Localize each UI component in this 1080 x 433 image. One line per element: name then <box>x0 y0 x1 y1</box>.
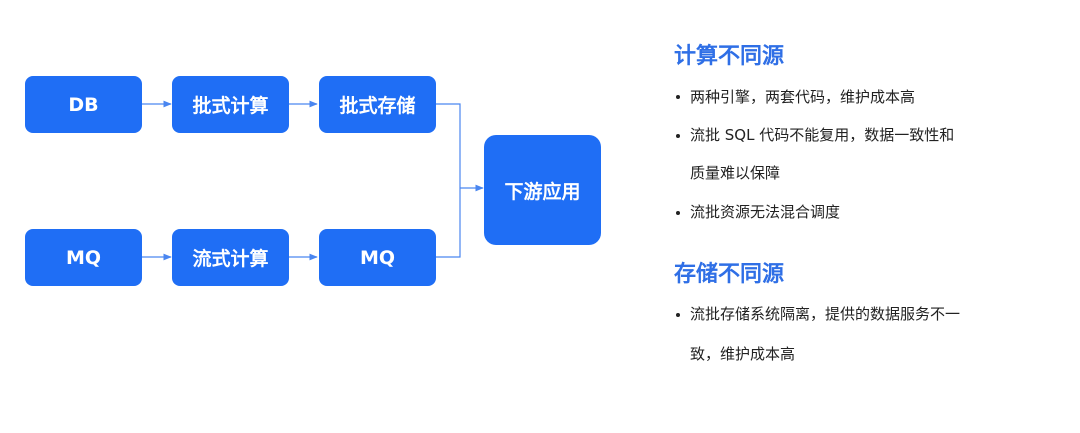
bullet-text: 两种引擎，两套代码，维护成本高 <box>690 88 916 106</box>
node-downstream-app: 下游应用 <box>484 135 601 245</box>
section-title-storage: 存储不同源 <box>674 262 785 287</box>
node-batch-compute: 批式计算 <box>172 76 289 133</box>
bullet-text: 流批存储系统隔离，提供的数据服务不一 <box>690 305 961 323</box>
bullet-dot <box>676 313 680 317</box>
bullet-text-continuation: 致，维护成本高 <box>690 345 796 363</box>
bullet-text: 流批资源无法混合调度 <box>690 203 841 221</box>
section-title-compute: 计算不同源 <box>674 44 785 69</box>
bullet-dot <box>676 134 680 138</box>
bullet-text: 流批 SQL 代码不能复用，数据一致性和 <box>690 126 955 144</box>
bullet-text-continuation: 质量难以保障 <box>690 164 781 182</box>
bullet-dot <box>676 211 680 215</box>
node-db: DB <box>25 76 142 133</box>
merge-line-mq-sink <box>436 188 461 258</box>
node-mq-sink: MQ <box>319 229 436 286</box>
merge-line-batch-storage <box>436 103 461 188</box>
node-stream-compute: 流式计算 <box>172 229 289 286</box>
node-mq-source: MQ <box>25 229 142 286</box>
bullet-dot <box>676 95 680 99</box>
node-batch-storage: 批式存储 <box>319 76 436 133</box>
